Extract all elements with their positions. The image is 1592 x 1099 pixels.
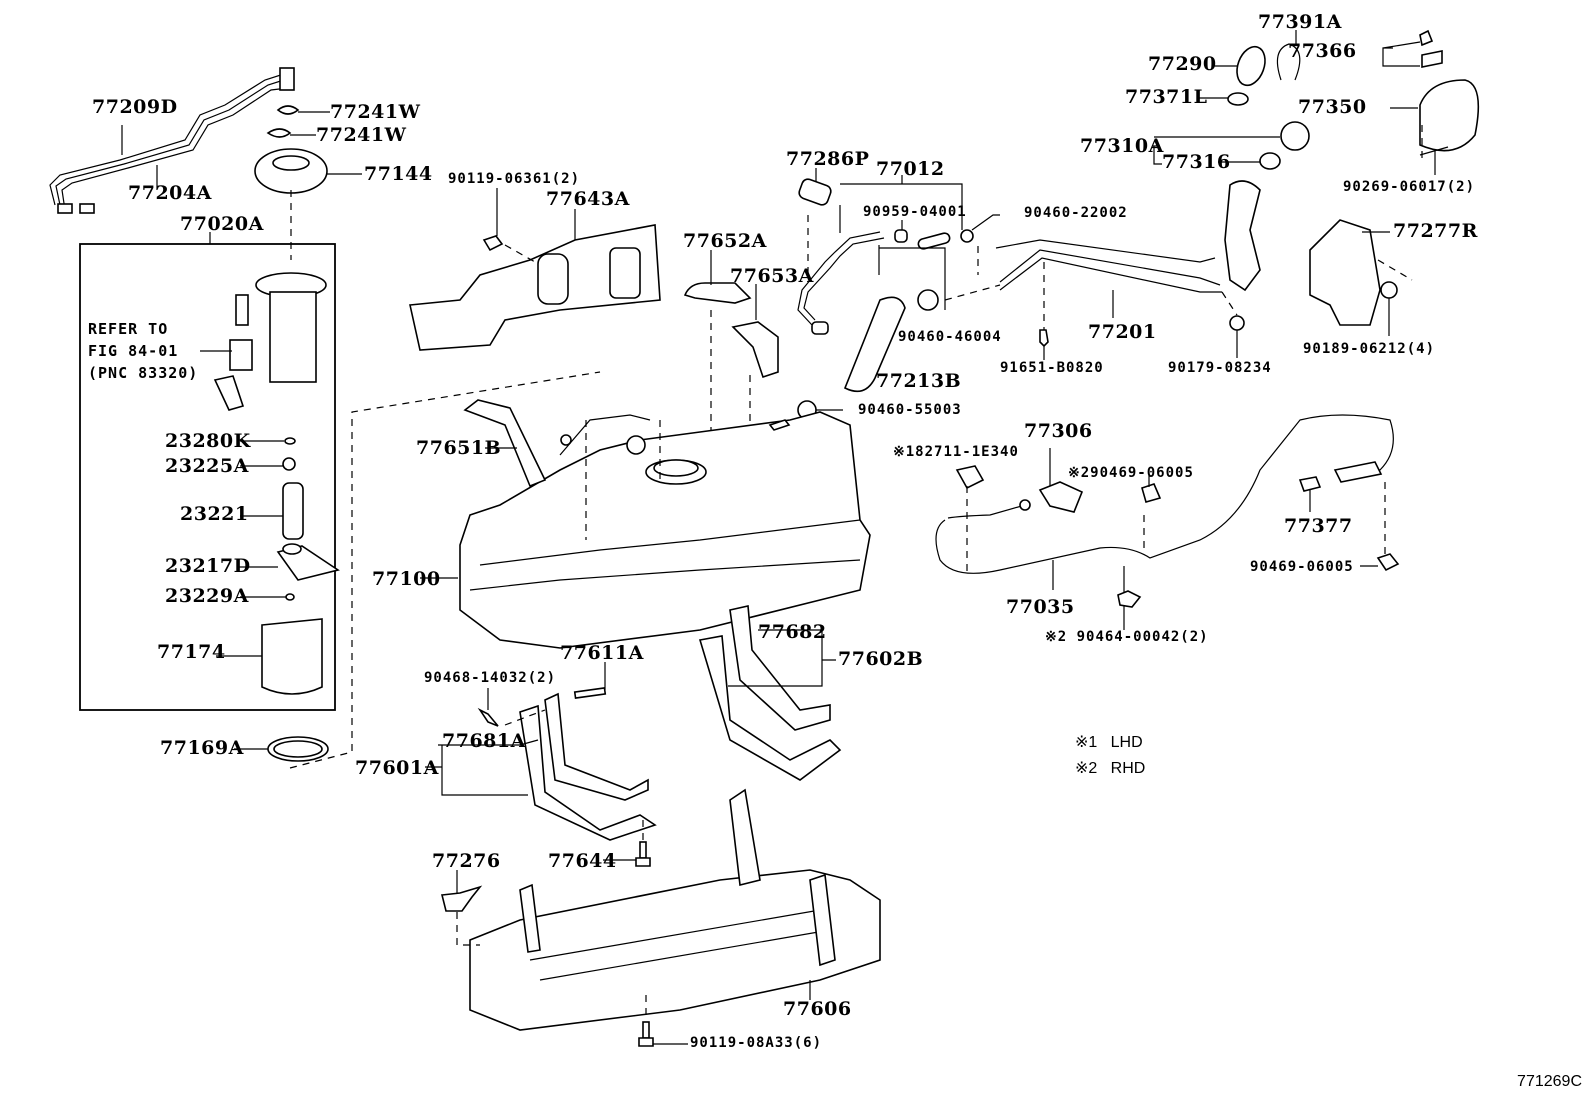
protector-77277R-shape [1309, 219, 1381, 326]
part-label-77391A[interactable]: 77391A [1258, 11, 1342, 33]
heat-insulator-77643A-shape [409, 224, 661, 351]
part-label-77169A[interactable]: 77169A [160, 737, 244, 759]
part-label-91651-B0820[interactable]: 91651-B0820 [1000, 360, 1104, 376]
part-label-90119-08A33[interactable]: 90119-08A33(6) [690, 1035, 823, 1051]
legend-mark: ※1 [1075, 734, 1098, 751]
part-label-77682[interactable]: 77682 [758, 621, 827, 643]
legend-mark: ※2 [1075, 760, 1098, 777]
part-label-77201[interactable]: 77201 [1088, 321, 1157, 343]
part-label-77012[interactable]: 77012 [876, 158, 945, 180]
part-label-77681A[interactable]: 77681A [442, 730, 526, 752]
part-label-77241W[interactable]: 77241W [316, 124, 407, 146]
part-label-77174[interactable]: 77174 [157, 641, 226, 663]
part-label-90468-14032[interactable]: 90468-14032(2) [424, 670, 557, 686]
strap-77601A-shape [519, 704, 657, 841]
part-label-77286P[interactable]: 77286P [786, 148, 870, 170]
part-label-77366[interactable]: 77366 [1288, 40, 1357, 62]
fuel-tank-77100-shape [459, 411, 871, 649]
fuel-tube-77209D-shape [49, 67, 295, 214]
part-label-77204A[interactable]: 77204A [128, 182, 212, 204]
part-label-90959-04001[interactable]: 90959-04001 [863, 204, 967, 220]
refer-note-line: REFER TO [88, 320, 169, 338]
part-label-77652A[interactable]: 77652A [683, 230, 767, 252]
legend-text: RHD [1110, 760, 1146, 777]
part-label-90179-08234[interactable]: 90179-08234 [1168, 360, 1272, 376]
part-label-90469-06005[interactable]: 90469-06005 [1250, 559, 1354, 575]
part-label-77377[interactable]: 77377 [1284, 515, 1353, 537]
part-label-77290[interactable]: 77290 [1148, 53, 1217, 75]
part-label-77611A[interactable]: 77611A [560, 642, 644, 664]
legend-item: ※2 RHD [1075, 761, 1145, 777]
part-label-82711-1E340[interactable]: ※182711-1E340 [893, 444, 1019, 460]
part-label-90460-22002[interactable]: 90460-22002 [1024, 205, 1128, 221]
part-label-77371L[interactable]: 77371L [1125, 86, 1208, 108]
refer-note: REFER TO FIG 84-01 (PNC 83320) [88, 318, 198, 384]
strap-77602B-shape [698, 635, 842, 781]
part-label-77606[interactable]: 77606 [783, 998, 852, 1020]
part-label-77144[interactable]: 77144 [364, 163, 433, 185]
part-label-77306[interactable]: 77306 [1024, 420, 1093, 442]
part-label-23229A[interactable]: 23229A [165, 585, 249, 607]
part-label-77213B[interactable]: 77213B [876, 370, 962, 392]
figure-id: 771269C [1517, 1073, 1582, 1090]
part-label-90189-06212[interactable]: 90189-06212(4) [1303, 341, 1436, 357]
assembly-frame-77020A [79, 243, 336, 711]
part-label-90460-55003[interactable]: 90460-55003 [858, 402, 962, 418]
part-label-90119-06361[interactable]: 90119-06361(2) [448, 171, 581, 187]
refer-note-line: FIG 84-01 [88, 342, 179, 360]
part-label-90269-06017[interactable]: 90269-06017(2) [1343, 179, 1476, 195]
part-label-77316[interactable]: 77316 [1162, 151, 1231, 173]
part-label-90464-00042[interactable]: ※2 90464-00042(2) [1045, 629, 1209, 645]
skid-plate-77606-shape [469, 869, 881, 1031]
part-label-77651B[interactable]: 77651B [416, 437, 502, 459]
part-label-77277R[interactable]: 77277R [1393, 220, 1478, 242]
part-label-77653A[interactable]: 77653A [730, 265, 814, 287]
part-label-77350[interactable]: 77350 [1298, 96, 1367, 118]
part-label-77209D[interactable]: 77209D [92, 96, 178, 118]
part-label-77276[interactable]: 77276 [432, 850, 501, 872]
part-label-77310A[interactable]: 77310A [1080, 135, 1164, 157]
part-label-23217D[interactable]: 23217D [165, 555, 251, 577]
part-label-23225A[interactable]: 23225A [165, 455, 249, 477]
part-label-23280K[interactable]: 23280K [165, 430, 251, 452]
legend-text: LHD [1110, 734, 1143, 751]
legend-item: ※1 LHD [1075, 735, 1143, 751]
part-label-77241W[interactable]: 77241W [330, 101, 421, 123]
part-label-77643A[interactable]: 77643A [546, 188, 630, 210]
part-label-77020A[interactable]: 77020A [180, 213, 264, 235]
part-label-90469-06005[interactable]: ※290469-06005 [1068, 465, 1194, 481]
part-label-77035[interactable]: 77035 [1006, 596, 1075, 618]
refer-note-line: (PNC 83320) [88, 364, 199, 382]
part-label-77644[interactable]: 77644 [548, 850, 617, 872]
part-label-77601A[interactable]: 77601A [355, 757, 439, 779]
part-label-90460-46004[interactable]: 90460-46004 [898, 329, 1002, 345]
part-label-77602B[interactable]: 77602B [838, 648, 924, 670]
part-label-77100[interactable]: 77100 [372, 568, 441, 590]
part-label-23221[interactable]: 23221 [180, 503, 249, 525]
